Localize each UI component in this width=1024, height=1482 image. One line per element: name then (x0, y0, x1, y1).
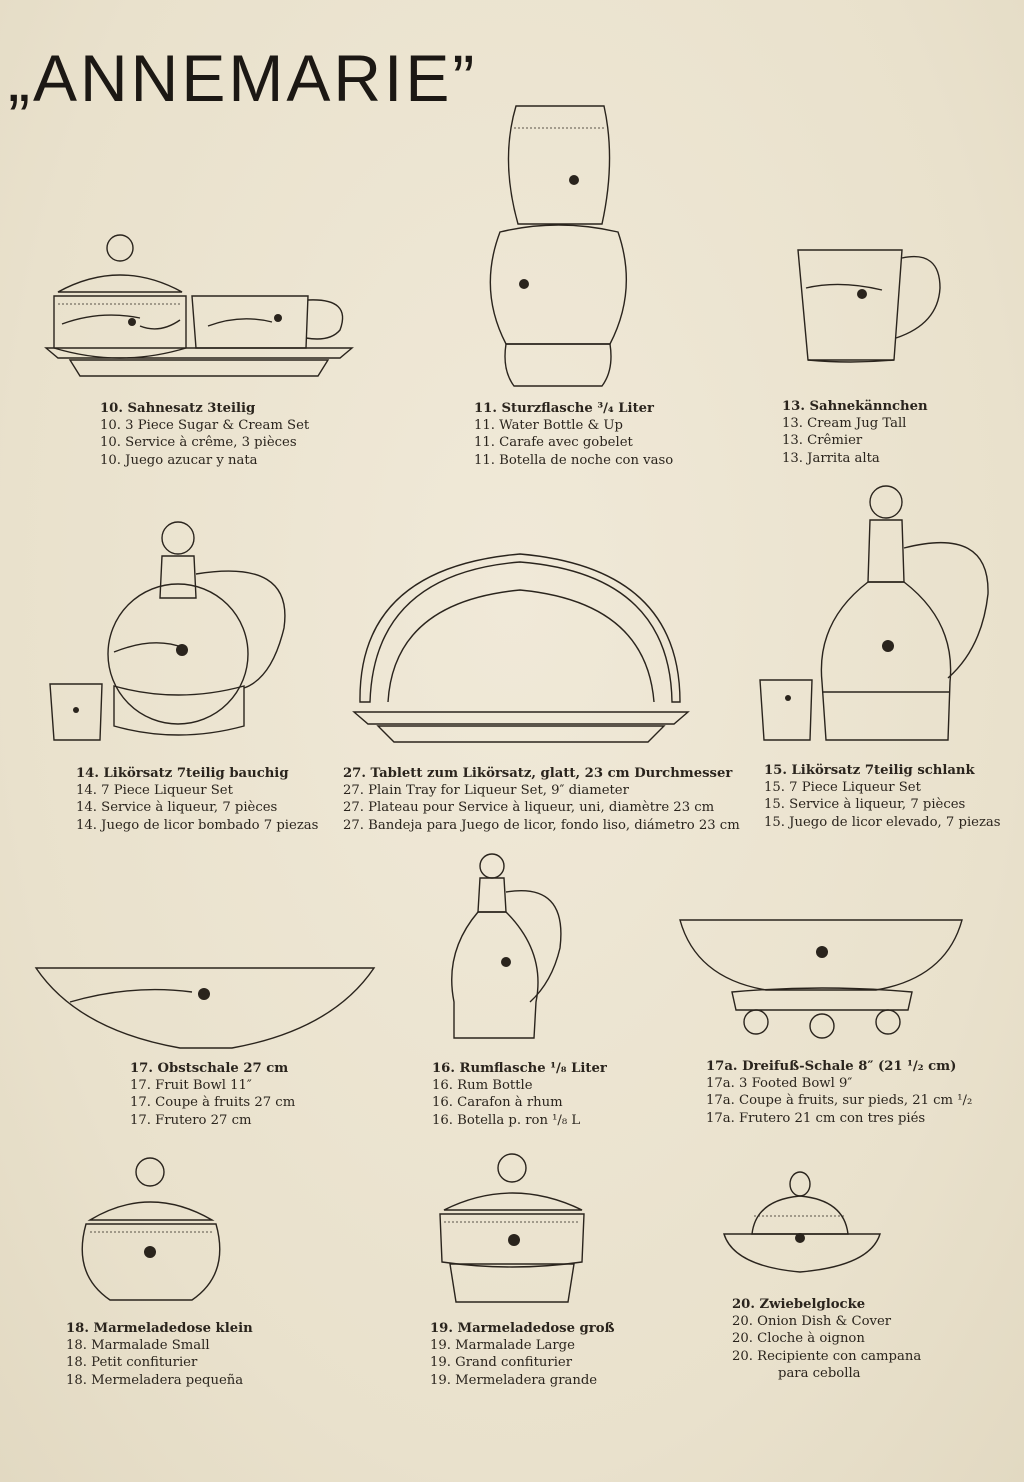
marmalade-small-illustration (81, 1157, 221, 1301)
caption-line: 19. Marmeladedose groß (430, 1321, 615, 1336)
caption-line: 14. 7 Piece Liqueur Set (76, 783, 233, 799)
caption-line: 18. Mermeladera pequeña (66, 1372, 244, 1388)
caption-line: 17a. 3 Footed Bowl 9″ (706, 1076, 853, 1092)
liqueur-set-bulbous-illustration (49, 521, 286, 741)
caption-line: 17. Fruit Bowl 11″ (130, 1078, 252, 1094)
caption-line: 18. Petit confiturier (66, 1355, 198, 1371)
caption-line: 15. Likörsatz 7teilig schlank (764, 763, 975, 778)
caption-sugar-cream-set: 10. Sahnesatz 3teilig 10. 3 Piece Sugar … (100, 400, 309, 469)
caption-line: 13. Jarrita alta (782, 450, 880, 466)
footed-bowl-illustration (679, 919, 963, 1039)
caption-line: 10. Sahnesatz 3teilig (100, 401, 256, 416)
caption-line: 16. Rumflasche ¹/₈ Liter (432, 1061, 607, 1076)
caption-cream-jug: 13. Sahnekännchen 13. Cream Jug Tall 13.… (782, 398, 928, 467)
caption-line: 13. Cream Jug Tall (782, 416, 907, 432)
caption-marmalade-small: 18. Marmeladedose klein 18. Marmalade Sm… (66, 1320, 253, 1389)
item-marmalade-small (80, 1154, 240, 1310)
caption-line: 19. Grand confiturier (430, 1355, 573, 1371)
caption-line: 18. Marmalade Small (66, 1338, 210, 1354)
caption-line: 16. Botella p. ron ¹/₈ L (432, 1112, 581, 1128)
caption-footed-bowl: 17a. Dreifuß-Schale 8″ (21 ¹/₂ cm) 17a. … (706, 1058, 972, 1127)
caption-line: 27. Plain Tray for Liqueur Set, 9″ diame… (343, 783, 629, 799)
caption-line: 17. Frutero 27 cm (130, 1112, 252, 1128)
item-water-bottle (478, 100, 638, 390)
caption-line: 27. Plateau pour Service à liqueur, uni,… (343, 800, 715, 816)
caption-line: 11. Carafe avec gobelet (474, 435, 633, 451)
caption-liqueur-set-bulbous: 14. Likörsatz 7teilig bauchig 14. 7 Piec… (76, 765, 318, 834)
plain-tray-illustration (352, 553, 690, 743)
caption-line: para cebolla (778, 1365, 861, 1381)
caption-line: 27. Bandeja para Juego de licor, fondo l… (343, 817, 740, 833)
caption-line: 19. Mermeladera grande (430, 1372, 598, 1388)
caption-line: 20. Zwiebelglocke (732, 1297, 866, 1312)
caption-line: 10. Service à crême, 3 pièces (100, 435, 297, 451)
caption-line: 15. Service à liqueur, 7 pièces (764, 797, 966, 813)
fruit-bowl-illustration (34, 967, 376, 1049)
caption-line: 15. 7 Piece Liqueur Set (764, 780, 921, 796)
caption-onion-dish: 20. Zwiebelglocke 20. Onion Dish & Cover… (732, 1296, 921, 1382)
cream-jug-illustration (797, 249, 941, 363)
caption-line: 20. Onion Dish & Cover (732, 1314, 892, 1330)
water-bottle-illustration (489, 105, 627, 387)
caption-line: 17. Obstschale 27 cm (130, 1061, 289, 1076)
caption-line: 20. Cloche à oignon (732, 1331, 865, 1347)
caption-plain-tray: 27. Tablett zum Likörsatz, glatt, 23 cm … (343, 765, 740, 834)
caption-line: 11. Botella de noche con vaso (474, 452, 674, 468)
caption-line: 14. Likörsatz 7teilig bauchig (76, 766, 289, 781)
item-marmalade-large (436, 1150, 596, 1310)
page-title-text: „ANNEMARIE” (8, 41, 478, 115)
caption-fruit-bowl: 17. Obstschale 27 cm 17. Fruit Bowl 11″ … (130, 1060, 295, 1129)
item-sugar-cream-set (40, 230, 360, 390)
caption-line: 27. Tablett zum Likörsatz, glatt, 23 cm … (343, 766, 733, 781)
caption-line: 17a. Coupe à fruits, sur pieds, 21 cm ¹/… (706, 1093, 973, 1109)
item-cream-jug (790, 240, 950, 380)
caption-line: 20. Recipiente con campana (732, 1348, 922, 1364)
caption-liqueur-set-slim: 15. Likörsatz 7teilig schlank 15. 7 Piec… (764, 762, 1001, 831)
caption-line: 18. Marmeladedose klein (66, 1321, 253, 1336)
caption-line: 13. Crêmier (782, 433, 863, 449)
caption-line: 17. Coupe à fruits 27 cm (130, 1095, 296, 1111)
item-onion-dish (720, 1168, 884, 1280)
caption-line: 17a. Frutero 21 cm con tres piés (706, 1110, 926, 1126)
item-liqueur-set-bulbous (44, 518, 304, 748)
caption-line: 16. Rum Bottle (432, 1078, 533, 1094)
caption-line: 11. Sturzflasche ³/₄ Liter (474, 401, 655, 416)
item-liqueur-set-slim (756, 482, 996, 748)
rum-bottle-illustration (451, 853, 562, 1039)
caption-line: 19. Marmalade Large (430, 1338, 575, 1354)
caption-line: 14. Juego de licor bombado 7 piezas (76, 817, 319, 833)
caption-line: 17a. Dreifuß-Schale 8″ (21 ¹/₂ cm) (706, 1059, 957, 1074)
caption-line: 13. Sahnekännchen (782, 399, 928, 414)
item-plain-tray (352, 548, 690, 748)
caption-line: 11. Water Bottle & Up (474, 418, 623, 434)
sugar-cream-set-illustration (44, 234, 354, 377)
caption-marmalade-large: 19. Marmeladedose groß 19. Marmalade Lar… (430, 1320, 615, 1389)
marmalade-large-illustration (439, 1153, 585, 1303)
page-title: „ANNEMARIE” (8, 40, 528, 140)
caption-water-bottle: 11. Sturzflasche ³/₄ Liter 11. Water Bot… (474, 400, 673, 469)
caption-line: 15. Juego de licor elevado, 7 piezas (764, 814, 1001, 830)
liqueur-set-slim-illustration (759, 485, 989, 741)
item-footed-bowl (676, 914, 966, 1040)
caption-line: 16. Carafon à rhum (432, 1095, 563, 1111)
caption-line: 10. 3 Piece Sugar & Cream Set (100, 418, 310, 434)
caption-rum-bottle: 16. Rumflasche ¹/₈ Liter 16. Rum Bottle … (432, 1060, 607, 1129)
item-fruit-bowl (32, 962, 378, 1054)
item-rum-bottle (440, 852, 580, 1044)
onion-dish-illustration (723, 1171, 881, 1273)
caption-line: 10. Juego azucar y nata (100, 452, 258, 468)
caption-line: 14. Service à liqueur, 7 pièces (76, 800, 278, 816)
